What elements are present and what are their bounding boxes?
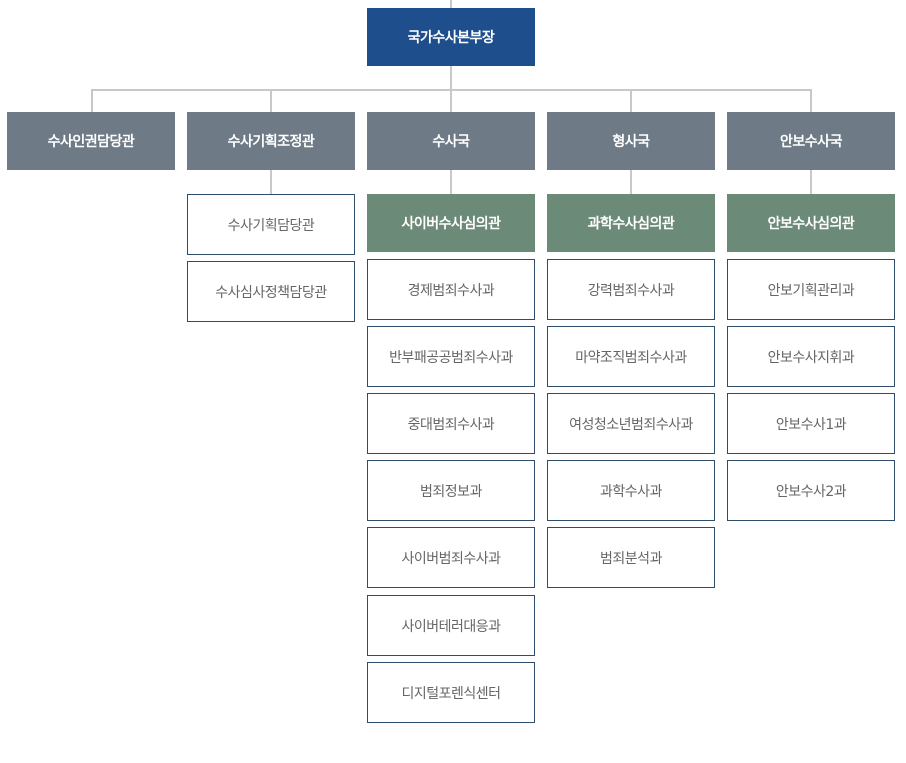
unit-box: 사이버범죄수사과 xyxy=(367,527,535,588)
unit-box: 수사기획담당관 xyxy=(187,194,355,255)
national-investigation-chief-box: 국가수사본부장 xyxy=(367,8,535,66)
unit-box: 중대범죄수사과 xyxy=(367,393,535,454)
unit-box: 안보수사2과 xyxy=(727,460,895,521)
unit-box: 강력범죄수사과 xyxy=(547,259,715,320)
unit-box: 과학수사과 xyxy=(547,460,715,521)
unit-box: 안보수사1과 xyxy=(727,393,895,454)
connector-col3-down xyxy=(450,170,452,194)
unit-box: 디지털포렌식센터 xyxy=(367,662,535,723)
connector-col2-down xyxy=(270,170,272,194)
unit-box: 마약조직범죄수사과 xyxy=(547,326,715,387)
head-box-human-rights: 수사인권담당관 xyxy=(7,112,175,170)
head-box-security: 안보수사국 xyxy=(727,112,895,170)
head-box-criminal: 형사국 xyxy=(547,112,715,170)
connector-drop-1 xyxy=(91,89,93,112)
connector-col4-down xyxy=(630,170,632,194)
sub-head-security: 안보수사심의관 xyxy=(727,194,895,252)
connector-col5-down xyxy=(810,170,812,194)
connector-drop-4 xyxy=(630,89,632,112)
unit-box: 반부패공공범죄수사과 xyxy=(367,326,535,387)
sub-head-cyber: 사이버수사심의관 xyxy=(367,194,535,252)
connector-drop-3 xyxy=(450,89,452,112)
sub-head-forensic: 과학수사심의관 xyxy=(547,194,715,252)
connector-drop-2 xyxy=(270,89,272,112)
connector-top-down xyxy=(450,66,452,89)
head-box-investigation: 수사국 xyxy=(367,112,535,170)
unit-box: 안보기획관리과 xyxy=(727,259,895,320)
unit-box: 범죄분석과 xyxy=(547,527,715,588)
unit-box: 사이버테러대응과 xyxy=(367,595,535,656)
unit-box: 여성청소년범죄수사과 xyxy=(547,393,715,454)
unit-box: 범죄정보과 xyxy=(367,460,535,521)
connector-top-stub xyxy=(450,0,452,8)
unit-box: 안보수사지휘과 xyxy=(727,326,895,387)
unit-box: 수사심사정책담당관 xyxy=(187,261,355,322)
connector-drop-5 xyxy=(810,89,812,112)
unit-box: 경제범죄수사과 xyxy=(367,259,535,320)
head-box-planning: 수사기획조정관 xyxy=(187,112,355,170)
